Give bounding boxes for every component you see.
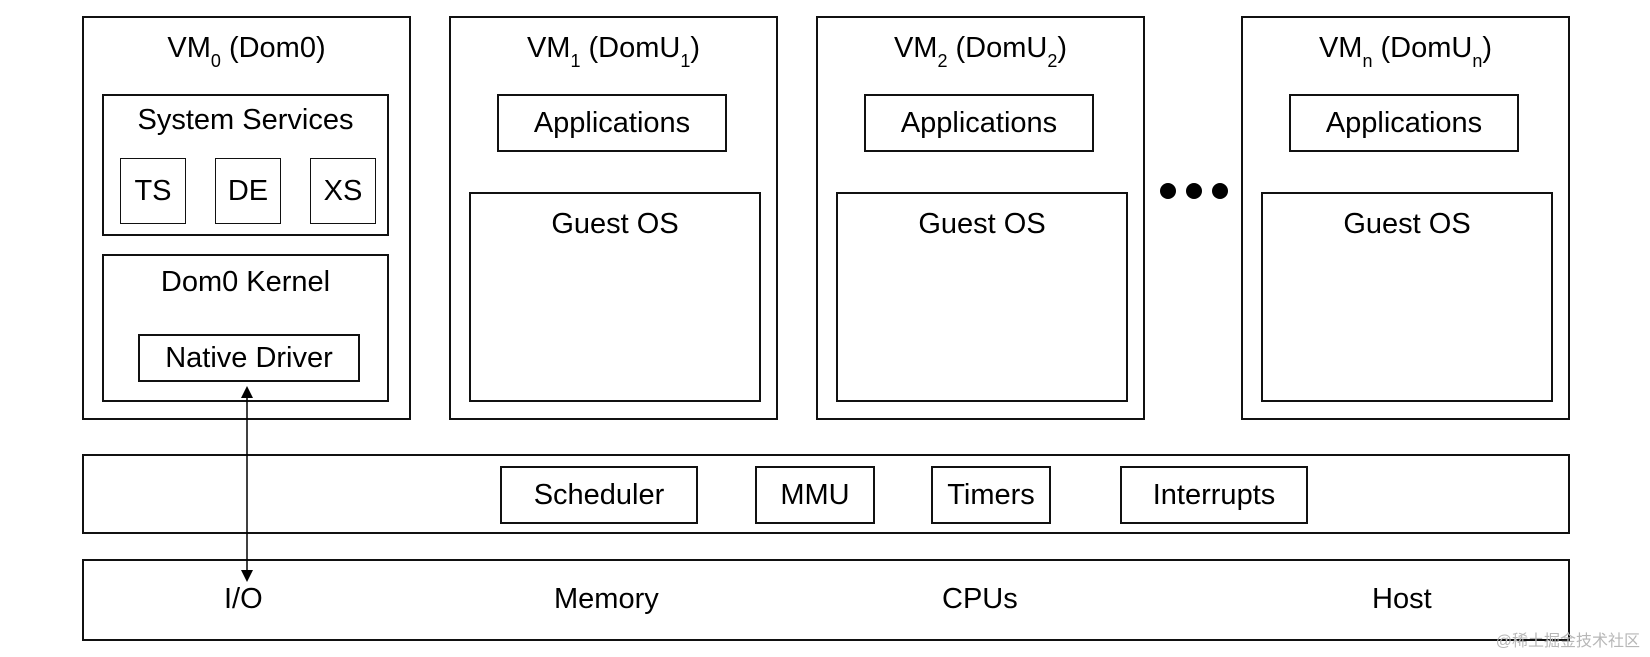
system-services-label: System Services — [137, 104, 354, 136]
vm1-dom-close: ) — [690, 32, 701, 64]
dot-1 — [1160, 183, 1176, 199]
host-label: Host — [1372, 583, 1432, 615]
vm2-applications-box: Applications — [864, 94, 1094, 152]
dot-3 — [1212, 183, 1228, 199]
vm1-sub: 1 — [570, 51, 581, 71]
dot-2 — [1186, 183, 1202, 199]
vmn-sub: n — [1362, 51, 1373, 71]
mmu-box: MMU — [755, 466, 875, 524]
vm1-box: VM1 (DomU1) Applications Guest OS — [449, 16, 778, 420]
ts-box: TS — [120, 158, 186, 224]
vm1-title: VM1 (DomU1) — [451, 32, 776, 71]
xs-label: XS — [323, 174, 363, 207]
scheduler-label: Scheduler — [533, 478, 665, 511]
vm1-prefix: VM — [526, 32, 571, 64]
mmu-label: MMU — [780, 478, 850, 511]
vm1-dom: (DomU — [588, 32, 681, 64]
vmn-box: VMn (DomUn) Applications Guest OS — [1241, 16, 1570, 420]
vm2-applications-label: Applications — [900, 106, 1058, 139]
vm2-dom-sub: 2 — [1047, 51, 1058, 71]
interrupts-label: Interrupts — [1152, 478, 1276, 511]
hardware-bar: I/O Memory CPUs Host — [82, 559, 1570, 641]
vm1-guest-os-box: Guest OS — [469, 192, 761, 402]
vm1-dom-sub: 1 — [680, 51, 691, 71]
vm0-title: VM0 (Dom0) — [84, 32, 409, 71]
ellipsis-dots — [1160, 183, 1228, 199]
watermark: @稀土掘金技术社区 — [1495, 633, 1640, 650]
vm2-dom: (DomU — [955, 32, 1048, 64]
vm2-sub: 2 — [937, 51, 948, 71]
vmn-dom: (DomU — [1380, 32, 1473, 64]
vm2-title: VM2 (DomU2) — [818, 32, 1143, 71]
vm0-sub: 0 — [210, 51, 221, 71]
dom0-kernel-label: Dom0 Kernel — [160, 266, 331, 298]
vm1-applications-label: Applications — [533, 106, 691, 139]
vm2-dom-close: ) — [1057, 32, 1068, 64]
cpus-label: CPUs — [942, 583, 1018, 615]
vm0-prefix: VM — [167, 32, 211, 64]
vmn-title: VMn (DomUn) — [1243, 32, 1568, 71]
vmn-dom-sub: n — [1472, 51, 1483, 71]
system-services-box: System Services TS DE XS — [102, 94, 389, 236]
vm0-dom: (Dom0) — [228, 32, 326, 64]
ts-label: TS — [134, 174, 172, 207]
arrowhead-up — [241, 386, 253, 398]
scheduler-box: Scheduler — [500, 466, 698, 524]
arrowhead-down — [241, 570, 253, 582]
timers-label: Timers — [947, 478, 1035, 511]
hypervisor-bar: Scheduler MMU Timers Interrupts — [82, 454, 1570, 534]
vmn-guest-os-box: Guest OS — [1261, 192, 1553, 402]
vmn-prefix: VM — [1318, 32, 1363, 64]
native-driver-label: Native Driver — [165, 341, 333, 374]
vm0-box: VM0 (Dom0) System Services TS DE XS Dom0… — [82, 16, 411, 420]
native-driver-box: Native Driver — [138, 334, 360, 382]
vm1-applications-box: Applications — [497, 94, 727, 152]
vm2-guest-os-box: Guest OS — [836, 192, 1128, 402]
interrupts-box: Interrupts — [1120, 466, 1308, 524]
vm2-box: VM2 (DomU2) Applications Guest OS — [816, 16, 1145, 420]
de-box: DE — [215, 158, 281, 224]
vm2-guest-os-label: Guest OS — [918, 208, 1046, 240]
io-label: I/O — [224, 583, 263, 615]
vmn-guest-os-label: Guest OS — [1343, 208, 1471, 240]
xs-box: XS — [310, 158, 376, 224]
vm1-guest-os-label: Guest OS — [551, 208, 679, 240]
vmn-applications-box: Applications — [1289, 94, 1519, 152]
vmn-dom-close: ) — [1482, 32, 1493, 64]
memory-label: Memory — [554, 583, 659, 615]
timers-box: Timers — [931, 466, 1051, 524]
de-label: DE — [227, 174, 269, 207]
dom0-kernel-box: Dom0 Kernel Native Driver — [102, 254, 389, 402]
vmn-applications-label: Applications — [1325, 106, 1483, 139]
vm2-prefix: VM — [893, 32, 938, 64]
